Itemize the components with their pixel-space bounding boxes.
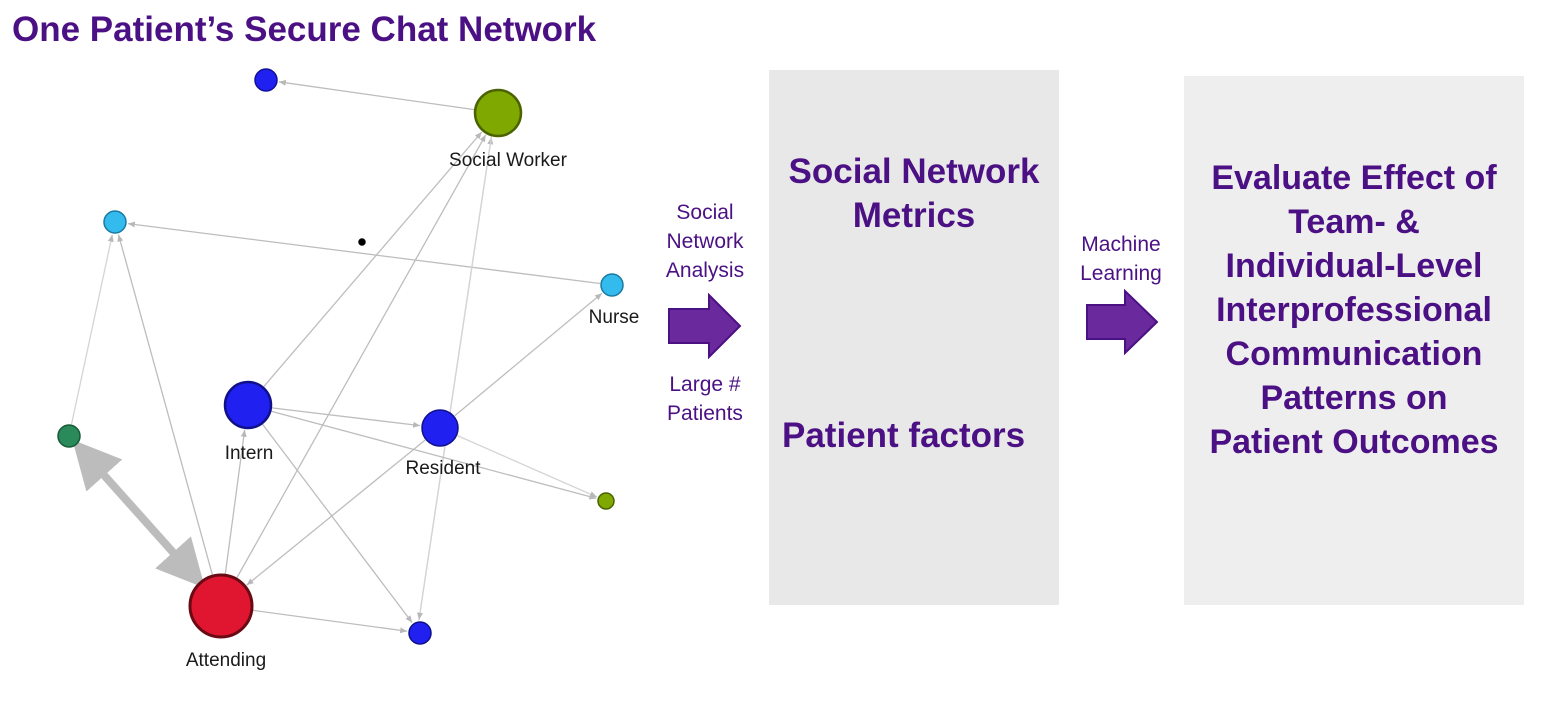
edge-attending-to-green_dark (72, 439, 206, 589)
edge-intern-to-social_worker (263, 131, 483, 388)
node-green-dark (57, 424, 81, 448)
large-patients-label: Large # Patients (667, 373, 743, 425)
edge-attending-to-intern (224, 429, 247, 575)
edge-resident-to-olive_small (457, 435, 598, 498)
machine-learning-label: Machine Learning (1080, 233, 1162, 285)
metrics-box: Social Network Metrics Patient factors (769, 70, 1059, 605)
node-label-intern: Intern (225, 443, 274, 464)
node-olive-small (597, 492, 615, 510)
page-title: One Patient’s Secure Chat Network (12, 10, 597, 49)
edge-resident-to-nurse (454, 292, 603, 417)
node-social-worker (473, 88, 523, 138)
node-top-blue (254, 68, 278, 92)
edge-social_worker-to-top_blue (278, 79, 475, 111)
node-resident (421, 409, 459, 447)
edge-social_worker-to-bottom_blue (417, 136, 493, 620)
node-label-nurse: Nurse (589, 307, 640, 328)
network-graph: Social WorkerNurseInternResidentAttendin… (57, 68, 640, 671)
edge-attending-to-social_worker (236, 134, 487, 579)
node-nurse (600, 273, 624, 297)
node-attending (188, 573, 254, 639)
patient-factors-text: Patient factors (782, 416, 1026, 455)
node-label-attending: Attending (186, 650, 266, 671)
node-left-cyan (103, 210, 127, 234)
edge-attending-to-left_cyan (117, 234, 214, 576)
edge-green_dark-to-left_cyan (70, 234, 114, 425)
sna-label: Social Network Analysis (665, 201, 745, 282)
social-network-metrics-text: Social Network Metrics (788, 152, 1040, 235)
node-label-social-worker: Social Worker (449, 150, 568, 171)
right-arrow-icon (668, 293, 742, 359)
edge-resident-to-attending (246, 439, 426, 586)
outcomes-box: Evaluate Effect of Team- & Individual-Le… (1184, 76, 1524, 605)
node-label-resident: Resident (406, 458, 482, 479)
right-arrow-icon (1086, 289, 1159, 355)
edge-intern-to-resident (271, 407, 421, 428)
node-bottom-blue (408, 621, 432, 645)
edge-attending-to-bottom_blue (252, 609, 408, 634)
edge-intern-to-olive_small (271, 410, 597, 500)
edge-intern-to-bottom_blue (261, 423, 413, 624)
edge-nurse-to-left_cyan (127, 221, 601, 285)
node-intern (223, 380, 273, 430)
outcomes-text: Evaluate Effect of Team- & Individual-Le… (1209, 159, 1499, 461)
node-black-dot (358, 238, 366, 246)
